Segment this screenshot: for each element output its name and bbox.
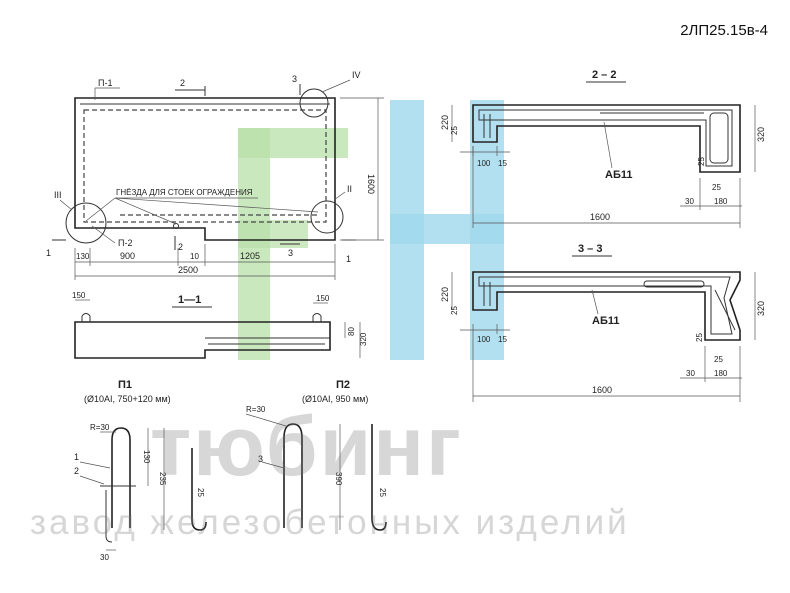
mark-iv: IV [352,70,361,80]
p1-radius: R=30 [90,423,110,432]
s22-dim-25a: 25 [450,126,459,135]
dim-10: 10 [190,252,199,261]
s22-dim-220: 220 [440,115,450,130]
p2-radius: R=30 [246,405,266,414]
p2-spec: (Ø10АI, 950 мм) [302,394,368,404]
dim-2500: 2500 [178,265,198,275]
s22-dim-25b: 25 [697,157,706,166]
section-3-3: 3 – 3 АБ11 220 25 100 15 320 25 25 30 18… [440,243,766,402]
s33-dim-180: 180 [714,369,728,378]
detail-p1: П1 (Ø10АI, 750+120 мм) R=30 1 2 130 235 … [74,379,207,562]
mark-1-left: 1 [46,248,51,258]
dim-130: 130 [76,252,90,261]
mark-2-top: 2 [180,78,185,88]
p1-mark-1: 1 [74,452,79,462]
p1-dim-25: 25 [196,488,205,497]
s33-dim-320: 320 [756,301,766,316]
s33-dim-25c: 25 [714,355,723,364]
s11-dim-150-right: 150 [316,294,330,303]
s33-dim-25a: 25 [450,306,459,315]
logo-watermark [238,100,504,360]
section22-title: 2 – 2 [592,69,616,81]
section11-title: 1—1 [178,294,201,306]
p1-spec: (Ø10АI, 750+120 мм) [84,394,171,404]
detail-p2: П2 (Ø10АI, 950 мм) R=30 3 390 25 [245,379,387,531]
dim-1600: 1600 [366,174,376,194]
dim-1205: 1205 [240,251,260,261]
s22-dim-320: 320 [756,127,766,142]
mark-1-right: 1 [346,254,351,264]
mark-2-bottom: 2 [178,242,183,252]
section33-label: АБ11 [592,315,619,327]
watermark-subtitle: завод железобетонных изделий [30,503,630,542]
section-2-2: 2 – 2 АБ11 220 25 100 15 320 25 25 30 18… [440,69,766,228]
mark-iii: III [54,190,62,200]
section33-title: 3 – 3 [578,243,602,255]
p1-dim-235: 235 [158,472,167,486]
p2-dim-390: 390 [334,472,343,486]
p1-dim-130: 130 [142,450,151,464]
s33-dim-15: 15 [498,335,507,344]
mark-3-bottom: 3 [288,248,293,258]
s22-dim-15: 15 [498,159,507,168]
p1-dim-30: 30 [100,553,109,562]
s33-dim-25b: 25 [695,333,704,342]
s11-dim-80: 80 [347,327,356,336]
mark-p2: П-2 [118,238,132,248]
p2-title: П2 [336,379,350,391]
p1-title: П1 [118,379,132,391]
mark-p1: П-1 [98,78,112,88]
drawing-code: 2ЛП25.15в-4 [680,22,768,39]
p1-mark-2: 2 [74,466,79,476]
s11-dim-150-left: 150 [72,291,86,300]
s33-dim-100: 100 [477,335,491,344]
mark-3-top: 3 [292,74,297,84]
dim-900: 900 [120,251,135,261]
mark-ii: II [347,184,352,194]
s33-dim-1600: 1600 [592,385,612,395]
s11-dim-320: 320 [359,332,368,346]
s22-dim-180: 180 [714,197,728,206]
s22-dim-100: 100 [477,159,491,168]
plan-note: ГНЁЗДА ДЛЯ СТОЕК ОГРАЖДЕНИЯ [116,188,253,197]
watermark-title: тюбинг [150,399,464,493]
s22-dim-1600: 1600 [590,212,610,222]
section22-label: АБ11 [605,169,632,181]
s22-dim-25c: 25 [712,183,721,192]
s33-dim-30: 30 [686,369,695,378]
p2-dim-25: 25 [378,488,387,497]
p2-mark-3: 3 [258,454,263,464]
section-1-1: 1—1 150 150 80 320 [72,291,368,359]
plan-view: ГНЁЗДА ДЛЯ СТОЕК ОГРАЖДЕНИЯ П-1 2 3 IV I… [46,70,384,280]
s22-dim-30: 30 [685,197,694,206]
s33-dim-220: 220 [440,287,450,302]
